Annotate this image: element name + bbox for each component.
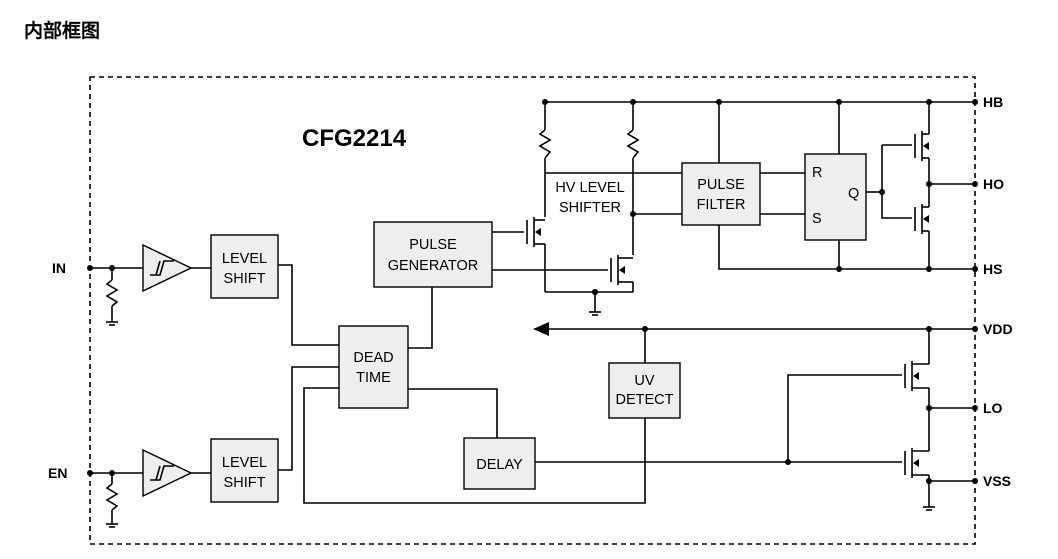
uv-detect-line2: DETECT <box>616 392 674 408</box>
pin-vdd-label: VDD <box>983 321 1013 337</box>
pulse-filter-line2: FILTER <box>697 197 746 213</box>
level-shift-en-line1: LEVEL <box>222 455 267 471</box>
ground-icons <box>106 311 935 528</box>
pin-ho-label: HO <box>983 176 1004 192</box>
pin-vss-label: VSS <box>983 473 1011 489</box>
pin-hb-label: HB <box>983 94 1003 110</box>
pin-hs-label: HS <box>983 261 1002 277</box>
chip-name: CFG2214 <box>302 125 407 152</box>
junction-dots <box>87 99 978 484</box>
pin-labels: IN EN HB HO HS VDD LO VSS <box>48 94 1013 489</box>
level-shift-en-line2: SHIFT <box>224 475 266 491</box>
hv-level-shifter-line2: SHIFTER <box>559 200 621 216</box>
schmitt-buffer-en <box>142 448 193 498</box>
pulse-generator-block: PULSE GENERATOR <box>373 221 493 288</box>
fet-arrows <box>535 142 929 467</box>
pulse-filter-line1: PULSE <box>697 177 745 193</box>
wires <box>90 101 975 524</box>
latch-q-label: Q <box>848 186 859 202</box>
level-shift-en-block: LEVEL SHIFT <box>210 438 279 503</box>
pin-en-label: EN <box>48 465 67 481</box>
uv-detect-block: UV DETECT <box>608 362 681 419</box>
delay-label: DELAY <box>476 457 523 473</box>
rs-latch-block: R Q S <box>804 153 867 241</box>
dead-time-block: DEAD TIME <box>338 325 409 409</box>
level-shift-in-block: LEVEL SHIFT <box>210 234 279 299</box>
page-title: 内部框图 <box>24 20 101 42</box>
pulse-generator-line1: PULSE <box>409 237 457 253</box>
hv-level-shifter-line1: HV LEVEL <box>555 180 624 196</box>
dead-time-line1: DEAD <box>353 350 393 366</box>
delay-block: DELAY <box>463 437 536 490</box>
hv-level-shifter-label: HV LEVEL SHIFTER <box>555 180 624 216</box>
chip-boundary <box>89 76 976 545</box>
uv-detect-line1: UV <box>634 373 654 389</box>
pin-lo-label: LO <box>983 400 1003 416</box>
level-shift-in-line1: LEVEL <box>222 251 267 267</box>
level-shift-in-line2: SHIFT <box>224 271 266 287</box>
pulse-generator-line2: GENERATOR <box>388 258 479 274</box>
vdd-arrow-icon <box>533 322 549 336</box>
pin-in-label: IN <box>52 260 66 276</box>
latch-r-label: R <box>812 165 822 181</box>
schmitt-buffer-in <box>142 243 193 293</box>
dead-time-line2: TIME <box>356 370 391 386</box>
pulse-filter-block: PULSE FILTER <box>681 162 761 226</box>
latch-s-label: S <box>812 211 822 227</box>
